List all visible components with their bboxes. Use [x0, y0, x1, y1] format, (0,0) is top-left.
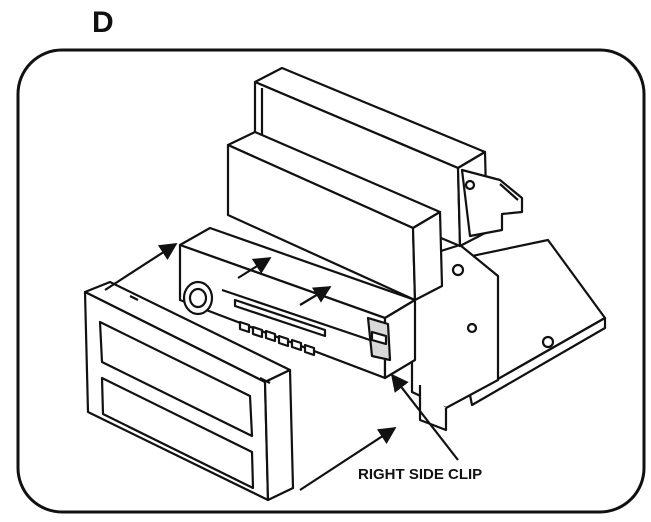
dash-trim-bezel — [83, 280, 295, 502]
arrow-bottom-insert — [299, 427, 397, 491]
step-letter: D — [92, 6, 114, 39]
mounting-bracket — [410, 238, 607, 432]
diagram-frame — [16, 48, 646, 514]
arrow-left-insert — [104, 243, 178, 291]
middle-storage-box — [226, 130, 444, 302]
callout-right-side-clip: RIGHT SIDE CLIP — [358, 466, 483, 483]
arrow-radio-push-1 — [237, 257, 272, 279]
side-hanger-bracket — [460, 168, 524, 238]
arrow-clip-pointer — [390, 373, 459, 461]
arrow-radio-push-2 — [299, 286, 332, 306]
arrows — [104, 243, 459, 491]
